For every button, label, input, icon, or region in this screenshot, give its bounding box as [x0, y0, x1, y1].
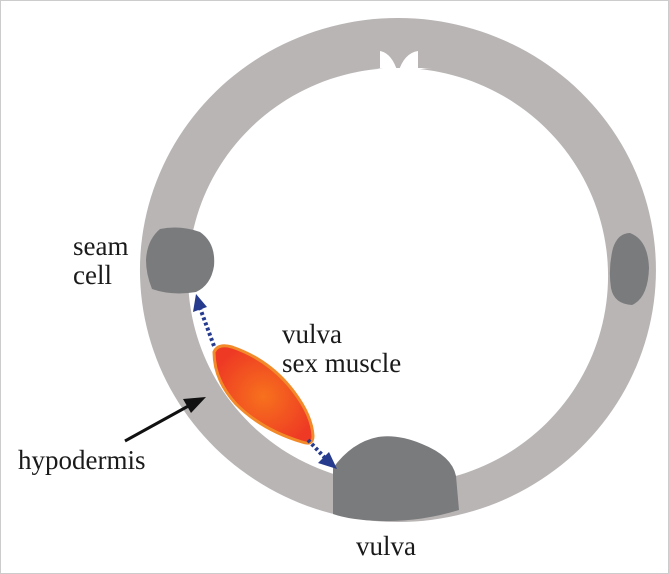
vulva-sex-muscle-label: vulva sex muscle [282, 320, 401, 378]
dorsal-notch [380, 51, 418, 73]
seam-cell-label-line-1: seam [73, 231, 129, 261]
seam-cell-label: seam cell [73, 232, 128, 290]
vulva-sex-muscle-label-line-1: vulva [282, 319, 342, 349]
vulva-label: vulva [356, 531, 416, 561]
seam-cell-label-line-2: cell [73, 260, 112, 290]
vulva-sex-muscle [212, 344, 315, 445]
left-seam-cell [146, 227, 215, 294]
vulva-cell [333, 436, 459, 522]
hypodermis-label: hypodermis [18, 445, 146, 475]
hypodermis-pointer-arrow [124, 397, 206, 443]
dorsal-ridge [372, 68, 432, 76]
right-seam-cell [609, 233, 649, 305]
muscle-to-seam-arrow [193, 294, 216, 347]
vulva-sex-muscle-label-line-2: sex muscle [282, 348, 402, 378]
muscle-to-vulva-arrow [306, 438, 337, 469]
